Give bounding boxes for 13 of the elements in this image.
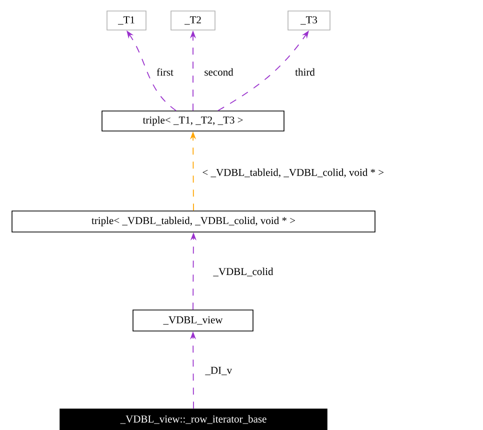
class-box: _VDBL_view xyxy=(132,310,254,332)
external-class-box: _T3 xyxy=(288,10,330,30)
edge-label: _VDBL_colid xyxy=(212,266,274,278)
external-class-box: _T1 xyxy=(106,10,146,30)
edge-label: _DI_v xyxy=(204,366,234,376)
edge-label: third xyxy=(294,67,316,77)
edge-label: first xyxy=(156,67,174,77)
class-box: triple< _VDBL_tableid, _VDBL_colid, void * > xyxy=(12,210,376,232)
external-class-box: _T2 xyxy=(170,10,216,30)
edge-label: second xyxy=(203,67,234,77)
class-box: triple< _T1, _T2, _T3 > xyxy=(102,110,284,132)
edge-label: < _VDBL_tableid, _VDBL_colid, void * > xyxy=(201,168,386,178)
class-box: _VDBL_view::_row_iterator_base xyxy=(60,408,328,430)
